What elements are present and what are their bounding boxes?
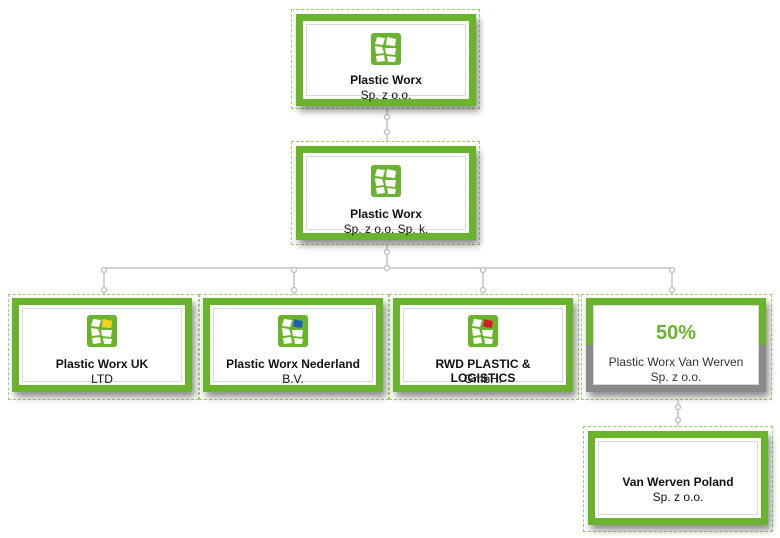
node-root[interactable]: Plastic Worx Sp. z o.o. — [296, 14, 476, 106]
node-uk-sub: LTD — [91, 372, 113, 386]
node-uk-frame — [8, 294, 199, 400]
node-sk-sub: Sp. z o.o. Sp. k. — [343, 222, 429, 236]
node-rwd-frame — [389, 294, 579, 400]
node-nl[interactable]: Plastic Worx Nederland B.V. — [203, 298, 383, 392]
plastic-worx-nl-logo-icon — [278, 315, 308, 347]
node-vwp-name: Van Werven Poland — [622, 475, 734, 489]
node-vwp-frame — [583, 426, 773, 532]
node-nl-frame — [199, 294, 389, 400]
node-nl-sub: B.V. — [282, 372, 304, 386]
node-uk[interactable]: Plastic Worx UK LTD — [12, 298, 192, 392]
node-sk[interactable]: Plastic Worx Sp. z o.o. Sp. k. — [296, 146, 476, 240]
node-sk-name: Plastic Worx — [350, 207, 422, 221]
node-rwd[interactable]: RWD PLASTIC & LOGISTICS GmbH. — [393, 298, 573, 392]
node-nl-name: Plastic Worx Nederland — [226, 357, 360, 371]
node-sk-frame — [291, 141, 480, 245]
plastic-worx-logo-icon — [371, 33, 401, 65]
node-vw-sub: Sp. z o.o. — [650, 370, 702, 384]
node-uk-name: Plastic Worx UK — [55, 357, 149, 371]
node-vw-name: Plastic Worx Van Werven — [608, 355, 744, 369]
node-root-name: Plastic Worx — [350, 73, 422, 87]
rwd-logo-icon — [468, 315, 498, 347]
node-root-sub: Sp. z o.o. — [360, 88, 412, 102]
node-rwd-sub: GmbH. — [463, 372, 502, 386]
node-vwp-sub: Sp. z o.o. — [652, 490, 704, 504]
plastic-worx-logo-icon — [371, 165, 401, 197]
node-vw-frame — [581, 294, 772, 400]
ownership-percent: 50% — [655, 322, 697, 344]
plastic-worx-uk-logo-icon — [87, 315, 117, 347]
node-rwd-name: RWD PLASTIC & LOGISTICS — [435, 357, 531, 385]
node-root-frame — [291, 9, 480, 109]
node-vwp[interactable]: Van Werven Poland Sp. z o.o. — [588, 431, 768, 525]
node-vw[interactable]: 50% Plastic Worx Van Werven Sp. z o.o. — [586, 298, 766, 392]
